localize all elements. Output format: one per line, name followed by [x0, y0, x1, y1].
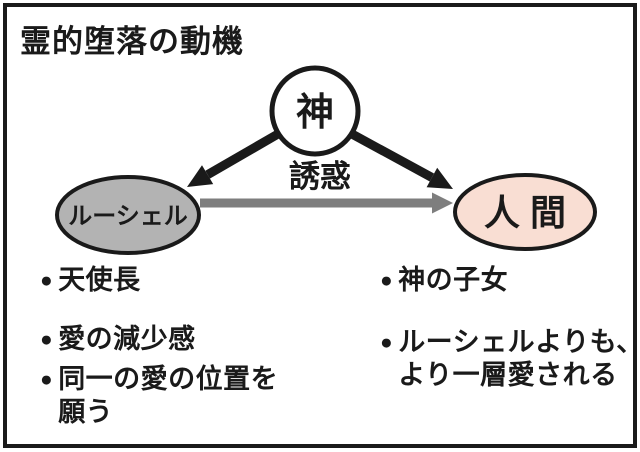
- lucifer-note-same-love-line1: 同一の愛の位置を: [58, 364, 279, 394]
- human-node-shape: [453, 173, 597, 251]
- temptation-arrow-label: 誘惑: [289, 159, 351, 194]
- human-note-loved-more-line1: ルーシェルよりも、: [398, 327, 640, 357]
- bullet-icon: ●: [40, 328, 54, 351]
- human-note-children-of-god-text: 神の子女: [398, 265, 509, 295]
- god-to-lucifer-arrowhead-icon: [187, 165, 214, 187]
- human-note-loved-more-line2: より一層愛される: [398, 360, 618, 390]
- god-to-human-arrow-shaft: [349, 130, 435, 182]
- page-title: 霊的堕落の動機: [20, 24, 244, 59]
- human-node-label: 人間: [484, 192, 576, 233]
- temptation-arrowhead-icon: [432, 192, 453, 214]
- human-note-children-of-god: ● 神の子女: [380, 264, 508, 297]
- god-node-shape: [269, 65, 361, 157]
- lucifer-note-archangel-text: 天使長: [58, 265, 141, 295]
- bullet-icon: ●: [40, 269, 54, 292]
- bullet-icon: ●: [380, 269, 394, 292]
- human-note-loved-more: ● ルーシェルよりも、 より一層愛される: [380, 326, 640, 392]
- lucifer-note-same-love-line2: 願う: [58, 397, 114, 427]
- bullet-icon: ●: [380, 331, 394, 354]
- lucifer-note-archangel: ● 天使長: [40, 264, 141, 297]
- lucifer-note-less-love-text: 愛の減少感: [58, 324, 196, 354]
- bullet-icon: ●: [40, 368, 54, 391]
- god-node-label: 神: [296, 92, 334, 134]
- temptation-arrow-shaft: [200, 198, 432, 208]
- lucifer-note-same-love: ● 同一の愛の位置を 願う: [40, 363, 278, 429]
- lucifer-node-label: ルーシェル: [68, 203, 188, 230]
- god-to-lucifer-arrow-shaft: [205, 130, 281, 179]
- lucifer-node-shape: [55, 175, 201, 255]
- lucifer-note-less-love: ● 愛の減少感: [40, 323, 196, 356]
- god-to-human-arrowhead-icon: [426, 167, 453, 189]
